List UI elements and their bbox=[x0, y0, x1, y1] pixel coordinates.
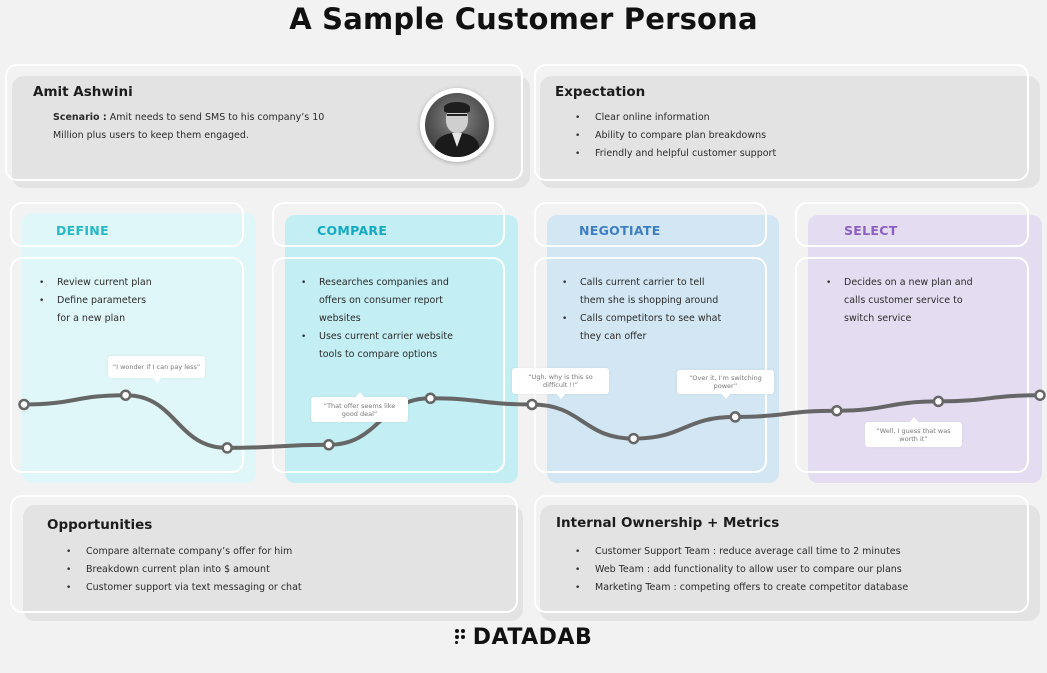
stage-compare-header bbox=[272, 202, 505, 247]
list-item: Define parameters for a new plan bbox=[35, 292, 152, 328]
stage-select-title: SELECT bbox=[844, 223, 898, 238]
stage-negotiate-header bbox=[534, 202, 767, 247]
stage-define-list: Review current plan Define parameters for… bbox=[35, 274, 152, 328]
quote-bubble-switching: “Over it, I’m switching power” bbox=[677, 370, 774, 399]
scenario-line1: Amit needs to send SMS to his company’s … bbox=[109, 112, 325, 123]
list-item-line: tools to compare options bbox=[319, 349, 438, 360]
list-item: Breakdown current plan into $ amount bbox=[60, 561, 302, 579]
list-item: Customer support via text messaging or c… bbox=[60, 579, 302, 597]
page-title: A Sample Customer Persona bbox=[289, 2, 758, 36]
scenario-label: Scenario : bbox=[53, 112, 107, 123]
list-item-line: offers on consumer report bbox=[319, 295, 443, 306]
list-item: Customer Support Team : reduce average c… bbox=[569, 543, 908, 561]
list-item: Calls current carrier to tell them she is… bbox=[558, 274, 721, 310]
ownership-list: Customer Support Team : reduce average c… bbox=[569, 543, 908, 597]
list-item: Researches companies and offers on consum… bbox=[297, 274, 453, 328]
list-item: Compare alternate company’s offer for hi… bbox=[60, 543, 302, 561]
opportunities-list: Compare alternate company’s offer for hi… bbox=[60, 543, 302, 597]
opportunities-title: Opportunities bbox=[47, 517, 153, 533]
persona-avatar bbox=[420, 88, 494, 162]
brand-logo: DATADAB bbox=[0, 625, 1047, 650]
stage-select-header bbox=[795, 202, 1029, 247]
list-item-line: switch service bbox=[844, 313, 912, 324]
logo-dots-icon bbox=[454, 629, 469, 644]
list-item-line: Define parameters bbox=[57, 295, 147, 306]
list-item-line: Calls competitors to see what bbox=[580, 313, 722, 324]
ownership-title: Internal Ownership + Metrics bbox=[556, 515, 780, 531]
list-item-line: Review current plan bbox=[57, 277, 152, 288]
expectation-list: Clear online information Ability to comp… bbox=[569, 109, 776, 163]
persona-card bbox=[5, 64, 523, 181]
list-item-line: Decides on a new plan and bbox=[844, 277, 973, 288]
stage-select-list: Decides on a new plan and calls customer … bbox=[822, 274, 973, 328]
list-item: Marketing Team : competing offers to cre… bbox=[569, 579, 908, 597]
list-item-line: websites bbox=[319, 313, 361, 324]
stage-define-body bbox=[10, 257, 244, 473]
list-item-line: calls customer service to bbox=[844, 295, 963, 306]
list-item: Decides on a new plan and calls customer … bbox=[822, 274, 973, 328]
list-item-line: for a new plan bbox=[57, 313, 126, 324]
list-item: Web Team : add functionality to allow us… bbox=[569, 561, 908, 579]
stage-define-header bbox=[10, 202, 244, 247]
list-item-line: Researches companies and bbox=[319, 277, 449, 288]
list-item-line: Calls current carrier to tell bbox=[580, 277, 705, 288]
stage-compare-body bbox=[272, 257, 505, 473]
quote-bubble-select: “Well, I guess that was worth it” bbox=[865, 417, 962, 447]
quote-bubble-compare: “That offer seems like good deal” bbox=[311, 392, 408, 422]
stage-select-body bbox=[795, 257, 1029, 473]
stage-negotiate-title: NEGOTIATE bbox=[579, 223, 661, 238]
logo-text: DATADAB bbox=[472, 625, 593, 650]
stage-define-title: DEFINE bbox=[56, 223, 109, 238]
list-item-line: they can offer bbox=[580, 331, 647, 342]
stage-negotiate-list: Calls current carrier to tell them she is… bbox=[558, 274, 721, 346]
quote-bubble-negotiate: “Ugh, why is this so difficult !!” bbox=[512, 368, 609, 399]
quote-bubble-define: “I wonder if I can pay less” bbox=[108, 356, 205, 383]
list-item-line: Uses current carrier website bbox=[319, 331, 453, 342]
list-item: Clear online information bbox=[569, 109, 776, 127]
ownership-card bbox=[534, 495, 1029, 613]
persona-name: Amit Ashwini bbox=[33, 84, 133, 100]
persona-scenario: Scenario : Amit needs to send SMS to his… bbox=[53, 109, 373, 145]
stage-compare-title: COMPARE bbox=[317, 223, 388, 238]
list-item: Uses current carrier website tools to com… bbox=[297, 328, 453, 364]
stage-negotiate-body bbox=[534, 257, 767, 473]
list-item: Review current plan bbox=[35, 274, 152, 292]
expectation-card bbox=[534, 64, 1029, 181]
list-item: Friendly and helpful customer support bbox=[569, 145, 776, 163]
scenario-line2: Million plus users to keep them engaged. bbox=[53, 130, 249, 141]
list-item: Calls competitors to see what they can of… bbox=[558, 310, 721, 346]
stage-compare-list: Researches companies and offers on consum… bbox=[297, 274, 453, 364]
list-item: Ability to compare plan breakdowns bbox=[569, 127, 776, 145]
expectation-title: Expectation bbox=[555, 84, 646, 100]
opportunities-card bbox=[10, 495, 518, 613]
list-item-line: them she is shopping around bbox=[580, 295, 719, 306]
